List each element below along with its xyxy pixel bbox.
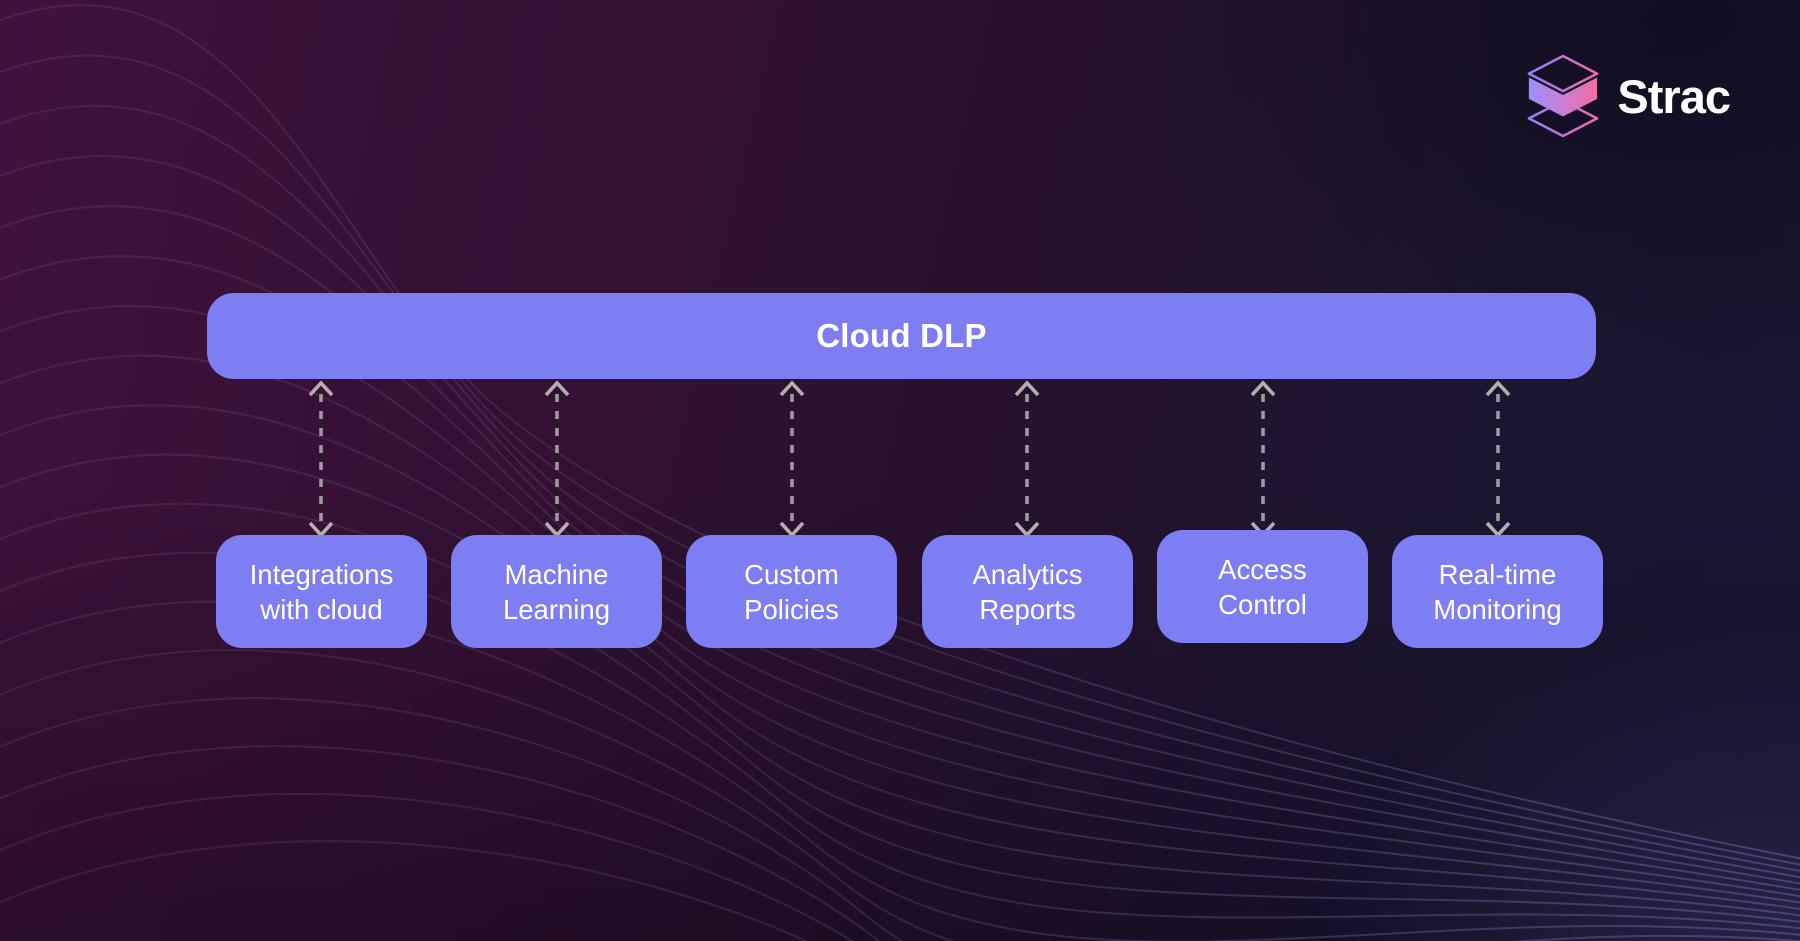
node-label: Custom Policies <box>744 558 839 625</box>
diagram-node-access-control: Access Control <box>1157 530 1368 643</box>
connector-arrow <box>544 380 570 538</box>
diagram-node-realtime-monitoring: Real-time Monitoring <box>1392 535 1603 648</box>
connector-arrow <box>779 380 805 538</box>
node-label: Integrations with cloud <box>249 558 394 625</box>
brand-name: Strac <box>1617 69 1731 123</box>
node-label: Machine Learning <box>502 558 611 625</box>
strac-logo-icon <box>1528 54 1599 138</box>
diagram-node-custom-policies: Custom Policies <box>686 535 897 648</box>
diagram-root-node: Cloud DLP <box>207 293 1596 379</box>
connector-arrow <box>1250 380 1276 538</box>
diagram-node-integrations: Integrations with cloud <box>216 535 427 648</box>
root-node-label: Cloud DLP <box>816 317 987 354</box>
node-label: Analytics Reports <box>972 558 1083 625</box>
connector-arrow <box>1485 380 1511 538</box>
node-label: Real-time Monitoring <box>1433 558 1562 625</box>
node-label: Access Control <box>1218 553 1307 620</box>
diagram-node-machine-learning: Machine Learning <box>451 535 662 648</box>
brand-logo: Strac <box>1525 52 1731 140</box>
diagram-node-analytics-reports: Analytics Reports <box>922 535 1133 648</box>
connector-arrow <box>1014 380 1040 538</box>
connector-arrow <box>308 380 334 538</box>
